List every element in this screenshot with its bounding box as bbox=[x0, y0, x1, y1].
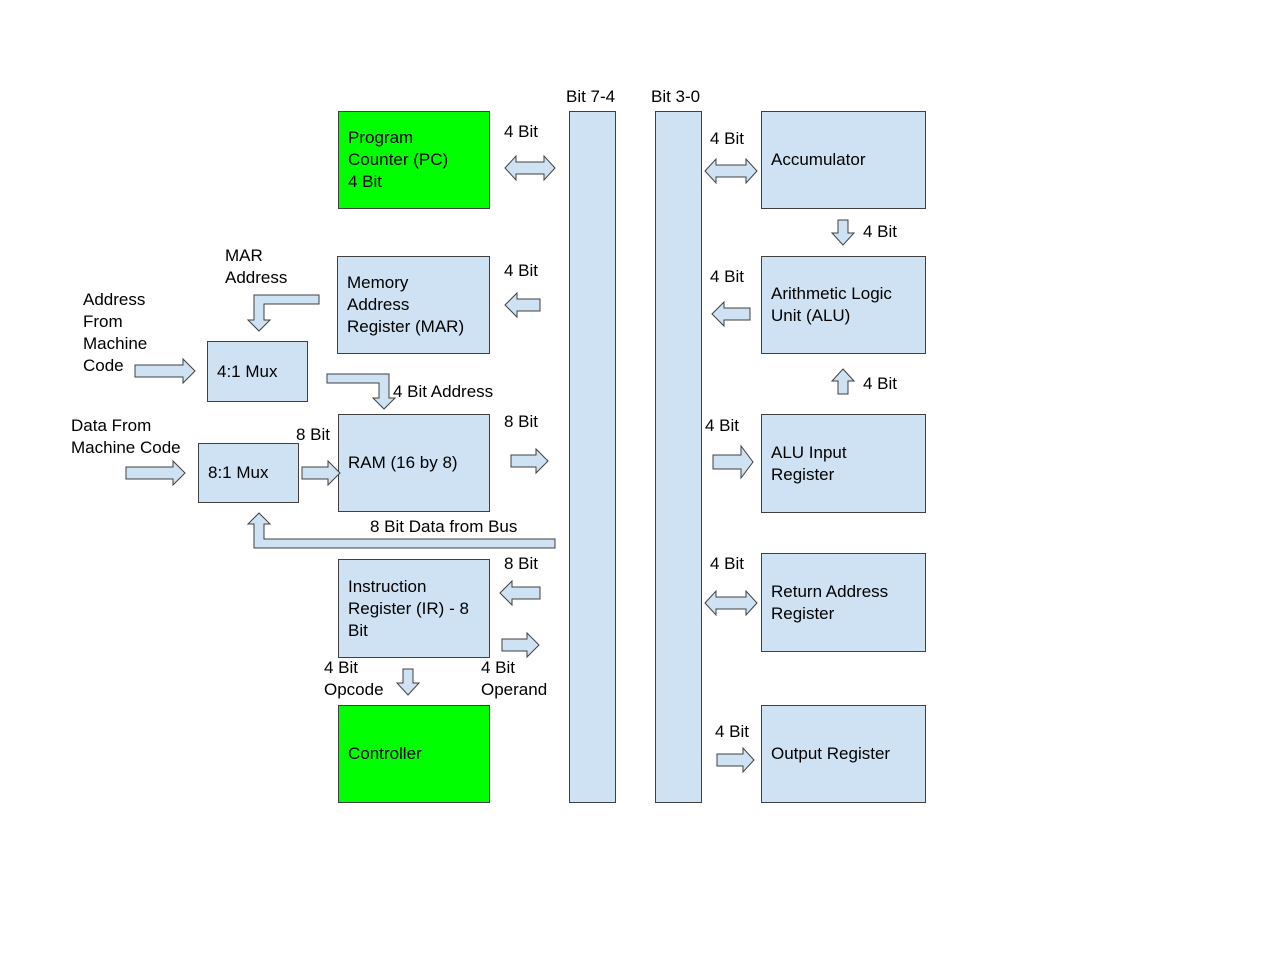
program-counter-label: Program Counter (PC) 4 Bit bbox=[348, 128, 449, 191]
bus-bit-7-4-label: Bit 7-4 bbox=[566, 87, 616, 106]
accumulator-label: Accumulator bbox=[771, 150, 866, 169]
label-pc-bus: 4 Bit bbox=[504, 122, 539, 141]
label-ram-address: 4 Bit Address bbox=[393, 382, 494, 401]
arrow-ir-controller bbox=[395, 668, 421, 696]
accumulator-block: Accumulator bbox=[761, 111, 926, 209]
arrow-bus-mar bbox=[504, 291, 541, 319]
mux-8-1-label: 8:1 Mux bbox=[208, 463, 269, 482]
arrow-acc-alu bbox=[830, 219, 856, 246]
label-acc-bus: 4 Bit bbox=[710, 129, 745, 148]
bus-bit-3-0 bbox=[655, 111, 702, 803]
mux-8-1-block: 8:1 Mux bbox=[198, 443, 299, 503]
ram-label: RAM (16 by 8) bbox=[348, 453, 458, 472]
label-ram-bus: 8 Bit bbox=[504, 412, 539, 431]
arrow-bus-ir bbox=[499, 579, 541, 607]
label-ret-bus: 4 Bit bbox=[710, 554, 745, 573]
instruction-register-label: Instruction Register (IR) - 8 Bit bbox=[348, 576, 469, 640]
arrow-bus-out bbox=[716, 746, 755, 774]
arrow-mux8-ram bbox=[301, 459, 341, 487]
output-register-block: Output Register bbox=[761, 705, 926, 803]
label-alu-bus: 4 Bit bbox=[710, 267, 745, 286]
label-acc-alu: 4 Bit bbox=[863, 222, 898, 241]
mux-4-1-label: 4:1 Mux bbox=[217, 361, 278, 381]
program-counter-block: Program Counter (PC) 4 Bit bbox=[338, 111, 490, 209]
mar-block: Memory Address Register (MAR) bbox=[337, 256, 490, 354]
mar-label: Memory Address Register (MAR) bbox=[347, 273, 465, 336]
controller-label: Controller bbox=[348, 744, 422, 763]
mux-4-1-block: 4:1 Mux bbox=[207, 341, 308, 402]
label-mar-bus: 4 Bit bbox=[504, 261, 539, 280]
alu-input-register-block: ALU Input Register bbox=[761, 414, 926, 513]
return-address-register-block: Return Address Register bbox=[761, 553, 926, 652]
ram-block: RAM (16 by 8) bbox=[338, 414, 490, 512]
arrow-pc-bus bbox=[504, 154, 556, 182]
bus-bit-3-0-label: Bit 3-0 bbox=[651, 87, 701, 106]
label-aluin-alu: 4 Bit bbox=[863, 374, 898, 393]
arrow-alu-bus bbox=[711, 300, 751, 328]
arrow-ir-bus bbox=[501, 631, 540, 659]
arrow-ret-bus bbox=[704, 589, 758, 617]
arrow-bus-aluin bbox=[712, 444, 754, 480]
arrow-mux4-ram bbox=[326, 373, 397, 410]
label-address-from-code: Address From Machine Code bbox=[83, 290, 148, 375]
arrow-mar-mux4 bbox=[246, 294, 320, 332]
label-mux8-ram: 8 Bit bbox=[296, 425, 331, 444]
arrow-ram-bus bbox=[510, 447, 549, 475]
label-ir-operand: 4 Bit Operand bbox=[481, 658, 548, 699]
bus-bit-7-4 bbox=[569, 111, 616, 803]
instruction-register-block: Instruction Register (IR) - 8 Bit bbox=[338, 559, 490, 658]
output-register-label: Output Register bbox=[771, 744, 891, 763]
alu-input-register-label: ALU Input Register bbox=[771, 442, 847, 484]
alu-block: Arithmetic Logic Unit (ALU) bbox=[761, 256, 926, 354]
label-bus-out: 4 Bit bbox=[715, 722, 750, 741]
alu-label: Arithmetic Logic Unit (ALU) bbox=[771, 284, 892, 325]
controller-block: Controller bbox=[338, 705, 490, 803]
arrow-aluin-alu bbox=[830, 368, 856, 395]
label-data-from-code: Data From Machine Code bbox=[71, 416, 181, 457]
label-bus-ir: 8 Bit bbox=[504, 554, 539, 573]
label-mar-address: MAR Address bbox=[225, 246, 288, 287]
arrow-code-mux8 bbox=[125, 459, 186, 487]
arrow-acc-bus bbox=[704, 157, 758, 185]
return-address-register-label: Return Address Register bbox=[771, 581, 889, 623]
label-ir-opcode: 4 Bit Opcode bbox=[324, 658, 384, 699]
label-bus-aluin: 4 Bit bbox=[705, 416, 740, 435]
label-bus-mux8: 8 Bit Data from Bus bbox=[370, 517, 518, 536]
